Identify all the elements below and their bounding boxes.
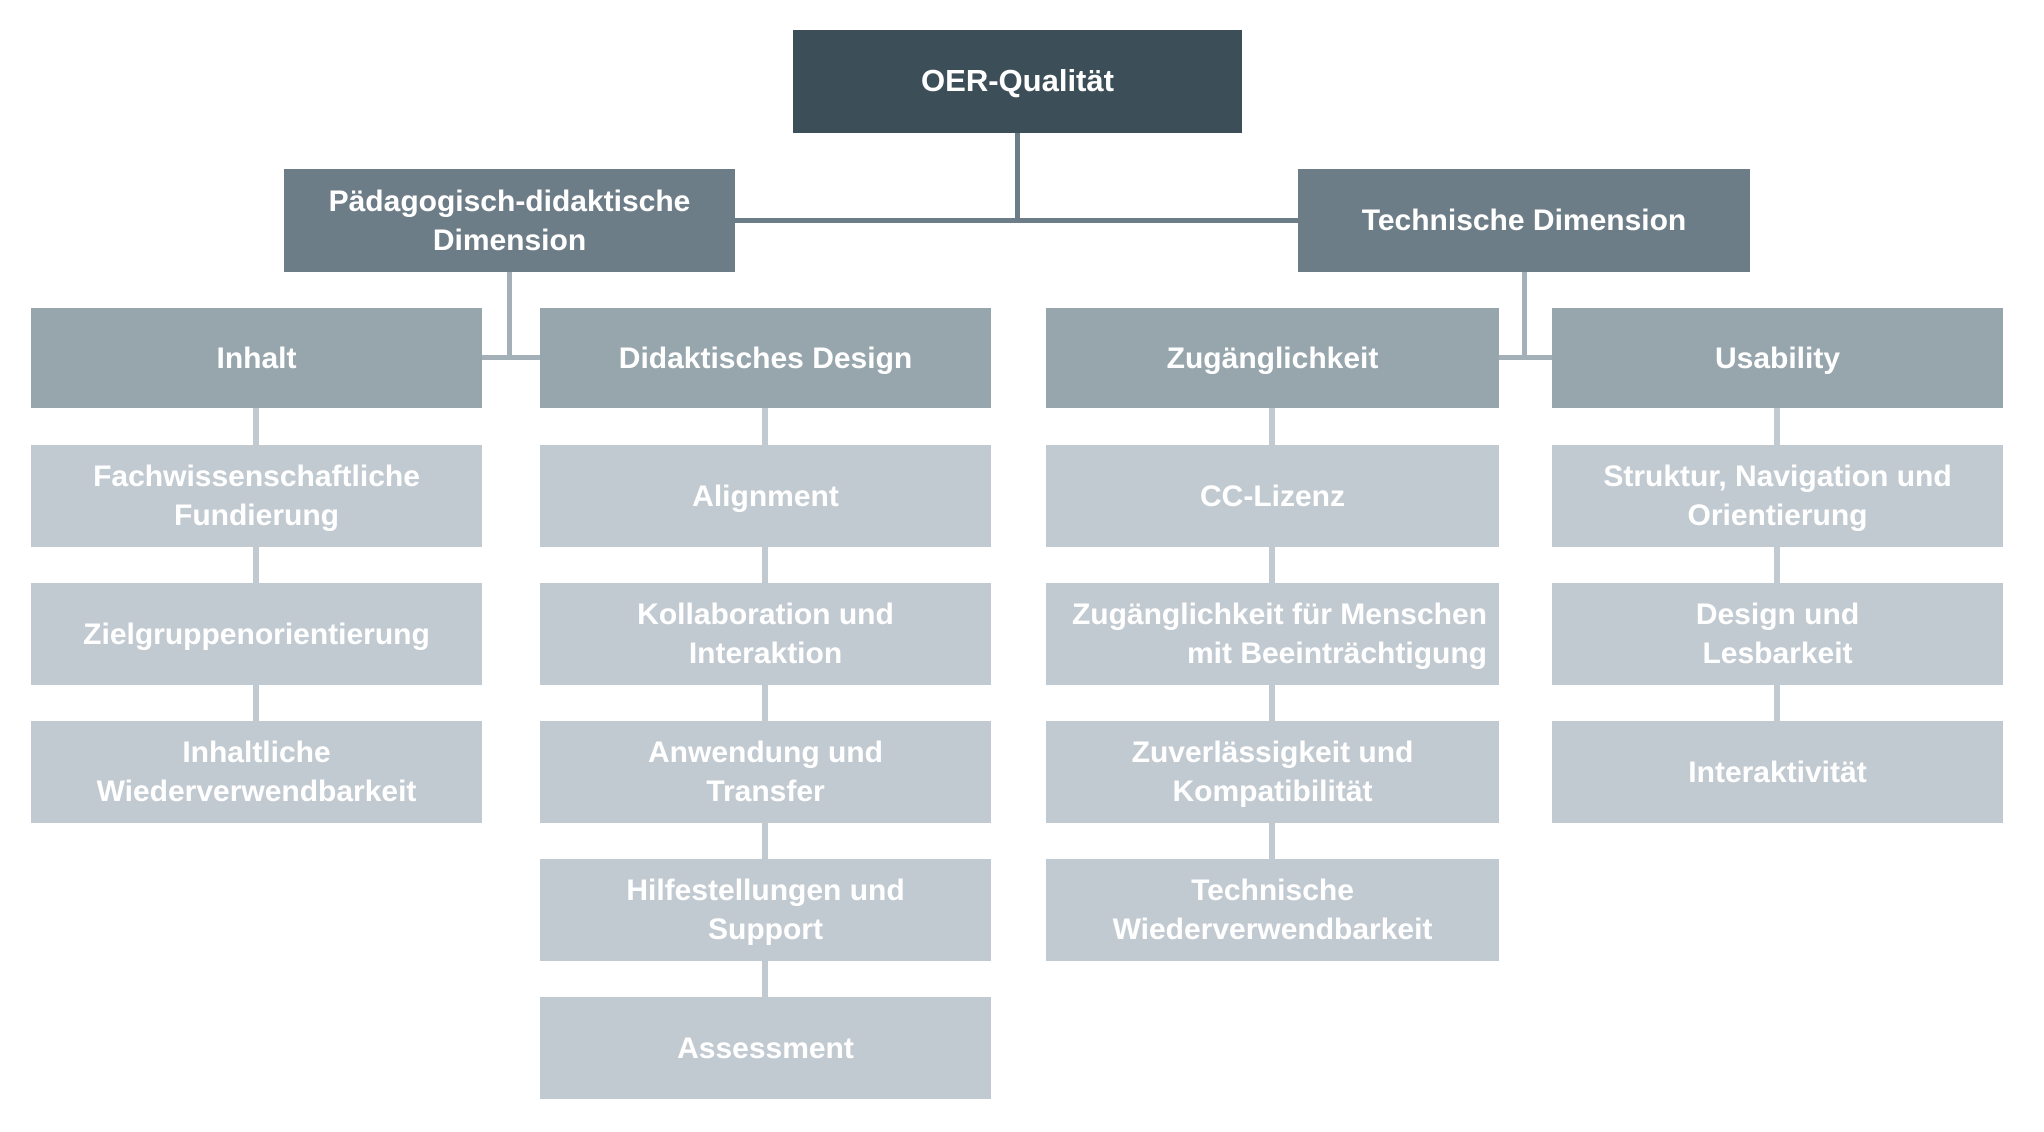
connector-item-chain bbox=[253, 547, 259, 583]
connector-dimensions-horizontal bbox=[735, 218, 1298, 223]
connector-item-chain bbox=[762, 961, 768, 997]
connector-item-chain bbox=[762, 823, 768, 859]
connector-item-chain bbox=[1269, 547, 1275, 583]
category-box-zugaenglichkeit: Zugänglichkeit bbox=[1046, 308, 1499, 408]
item-box-assessment: Assessment bbox=[540, 997, 991, 1099]
connector-item-chain bbox=[1269, 823, 1275, 859]
connector-root-vertical bbox=[1015, 133, 1020, 221]
item-box-struktur-navigation-orientierung: Struktur, Navigation und Orientierung bbox=[1552, 445, 2003, 547]
item-box-kollaboration-und-interaktion: Kollaboration und Interaktion bbox=[540, 583, 991, 685]
dimension-box-technisch: Technische Dimension bbox=[1298, 169, 1750, 272]
connector-item-chain bbox=[253, 685, 259, 721]
connector-item-chain bbox=[1774, 408, 1780, 445]
connector-item-chain bbox=[253, 408, 259, 445]
item-box-interaktivitaet: Interaktivität bbox=[1552, 721, 2003, 823]
connector-paedagogisch-drop bbox=[507, 272, 512, 358]
item-box-design-und-lesbarkeit: Design und Lesbarkeit bbox=[1552, 583, 2003, 685]
connector-item-chain bbox=[762, 685, 768, 721]
connector-technisch-drop bbox=[1522, 272, 1527, 358]
category-box-usability: Usability bbox=[1552, 308, 2003, 408]
connector-item-chain bbox=[1269, 408, 1275, 445]
item-box-zuverlaessigkeit-und-kompatibilitaet: Zuverlässigkeit und Kompatibilität bbox=[1046, 721, 1499, 823]
item-box-zielgruppenorientierung: Zielgruppenorientierung bbox=[31, 583, 482, 685]
connector-item-chain bbox=[1774, 685, 1780, 721]
category-box-inhalt: Inhalt bbox=[31, 308, 482, 408]
connector-item-chain bbox=[762, 547, 768, 583]
item-box-alignment: Alignment bbox=[540, 445, 991, 547]
item-box-hilfestellungen-und-support: Hilfestellungen und Support bbox=[540, 859, 991, 961]
item-box-anwendung-und-transfer: Anwendung und Transfer bbox=[540, 721, 991, 823]
item-box-zugaenglichkeit-fuer-menschen: Zugänglichkeit für Menschen mit Beeinträ… bbox=[1046, 583, 1499, 685]
category-box-didaktisches-design: Didaktisches Design bbox=[540, 308, 991, 408]
item-box-cc-lizenz: CC-Lizenz bbox=[1046, 445, 1499, 547]
connector-inhalt-didaktisches-link bbox=[482, 355, 540, 360]
connector-zugaenglichkeit-usability-link bbox=[1499, 355, 1552, 360]
root-box-oer-qualitaet: OER-Qualität bbox=[793, 30, 1242, 133]
item-box-fachwissenschaftliche-fundierung: Fachwissenschaftliche Fundierung bbox=[31, 445, 482, 547]
connector-item-chain bbox=[1774, 547, 1780, 583]
connector-item-chain bbox=[762, 408, 768, 445]
connector-item-chain bbox=[1269, 685, 1275, 721]
item-box-inhaltliche-wiederverwendbarkeit: Inhaltliche Wiederverwendbarkeit bbox=[31, 721, 482, 823]
item-box-technische-wiederverwendbarkeit: Technische Wiederverwendbarkeit bbox=[1046, 859, 1499, 961]
dimension-box-paedagogisch-didaktisch: Pädagogisch-didaktische Dimension bbox=[284, 169, 735, 272]
